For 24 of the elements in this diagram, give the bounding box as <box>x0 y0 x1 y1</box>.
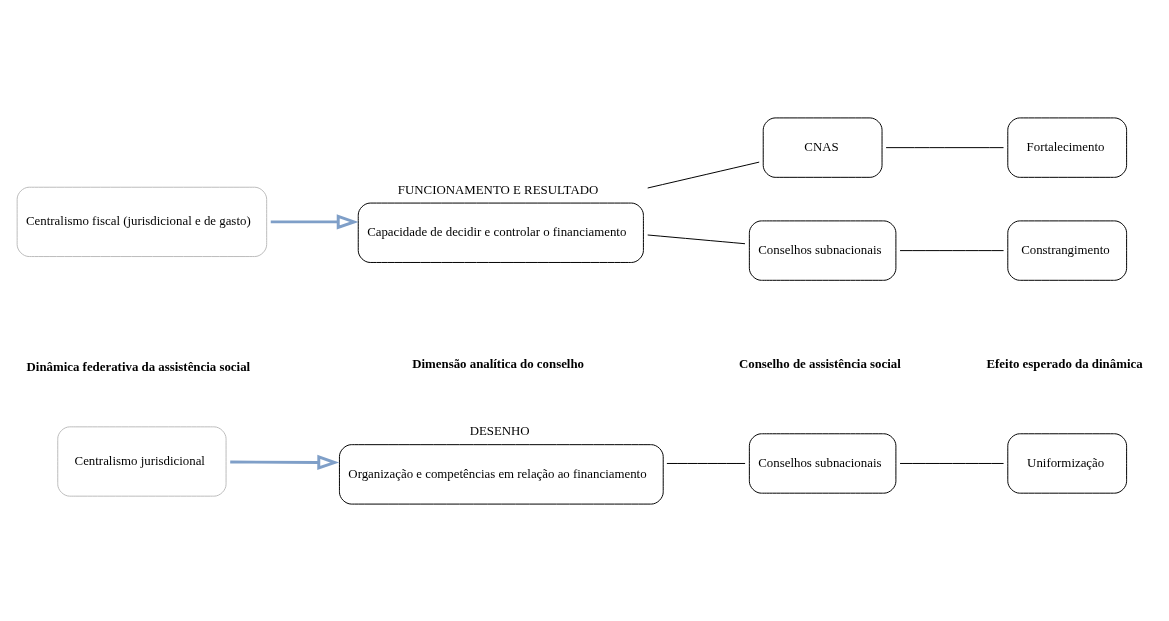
connector <box>899 462 1005 464</box>
connector <box>647 161 760 188</box>
label: Conselho de assistência social <box>738 356 901 371</box>
arrow <box>230 454 340 470</box>
label: Dinâmica federativa da assistência social <box>26 359 251 374</box>
node-box: Constrangimento <box>1007 219 1128 281</box>
connector <box>647 234 746 244</box>
connector <box>899 249 1005 251</box>
node-box: Conselhos subnacionais <box>748 219 897 281</box>
node-box: Organização e competências em relação ao financiamento <box>338 443 664 505</box>
arrow <box>270 213 359 230</box>
node-box: Conselhos subnacionais <box>748 432 897 494</box>
connector <box>885 146 1004 148</box>
node-box: Centralismo fiscal (jurisdicional e de gasto) <box>16 186 268 257</box>
node-label: DESENHO <box>469 423 530 438</box>
node-box: Capacidade de decidir e controlar o financiamento <box>357 202 644 263</box>
node-label: FUNCIONAMENTO E RESULTADO <box>397 182 599 197</box>
node-box: CNAS <box>762 116 883 178</box>
node-box: Centralismo jurisdicional <box>57 425 227 497</box>
node-box: Fortalecimento <box>1007 116 1128 178</box>
label: Dimensão analítica do conselho <box>412 356 585 371</box>
node-box: Uniformização <box>1007 432 1128 494</box>
connector <box>666 462 746 464</box>
label: Efeito esperado da dinâmica <box>986 356 1143 371</box>
